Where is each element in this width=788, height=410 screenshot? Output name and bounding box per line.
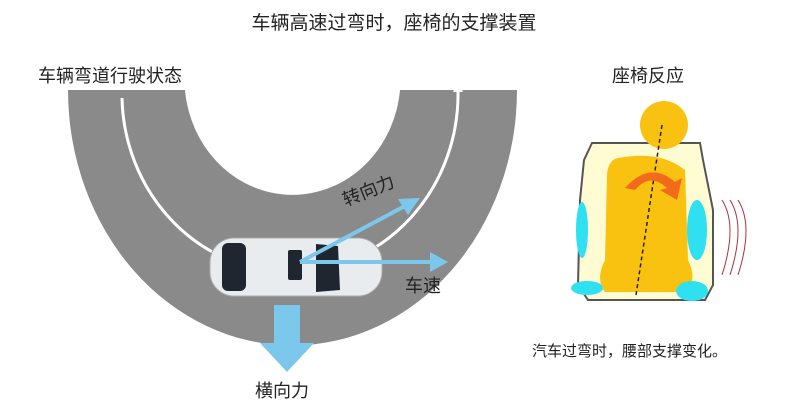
right-bolster xyxy=(687,200,707,260)
lateral-force-label: 横向力 xyxy=(255,381,309,402)
lateral-force-arrow xyxy=(260,305,314,372)
car xyxy=(209,237,383,297)
seat-diagram xyxy=(571,101,747,301)
turning-force-arrow xyxy=(299,204,406,264)
diagram-title: 车辆高速过弯时，座椅的支撑装置 xyxy=(251,12,537,34)
speed-arrowhead-icon xyxy=(430,252,448,272)
vehicle-speed-label: 车速 xyxy=(405,276,441,297)
left-bolster xyxy=(576,202,588,258)
seat-caption: 汽车过弯时，腰部支撑变化。 xyxy=(532,342,728,360)
turning-force-arrowhead-icon xyxy=(398,198,420,215)
rotation-arrow-icon xyxy=(625,172,682,200)
vibration-waves-icon xyxy=(721,199,747,276)
left-panel-heading: 车辆弯道行驶状态 xyxy=(38,66,182,87)
lane-arrow-icon xyxy=(453,82,463,92)
road xyxy=(68,90,517,346)
right-panel-heading: 座椅反应 xyxy=(612,66,684,87)
head xyxy=(640,101,688,149)
